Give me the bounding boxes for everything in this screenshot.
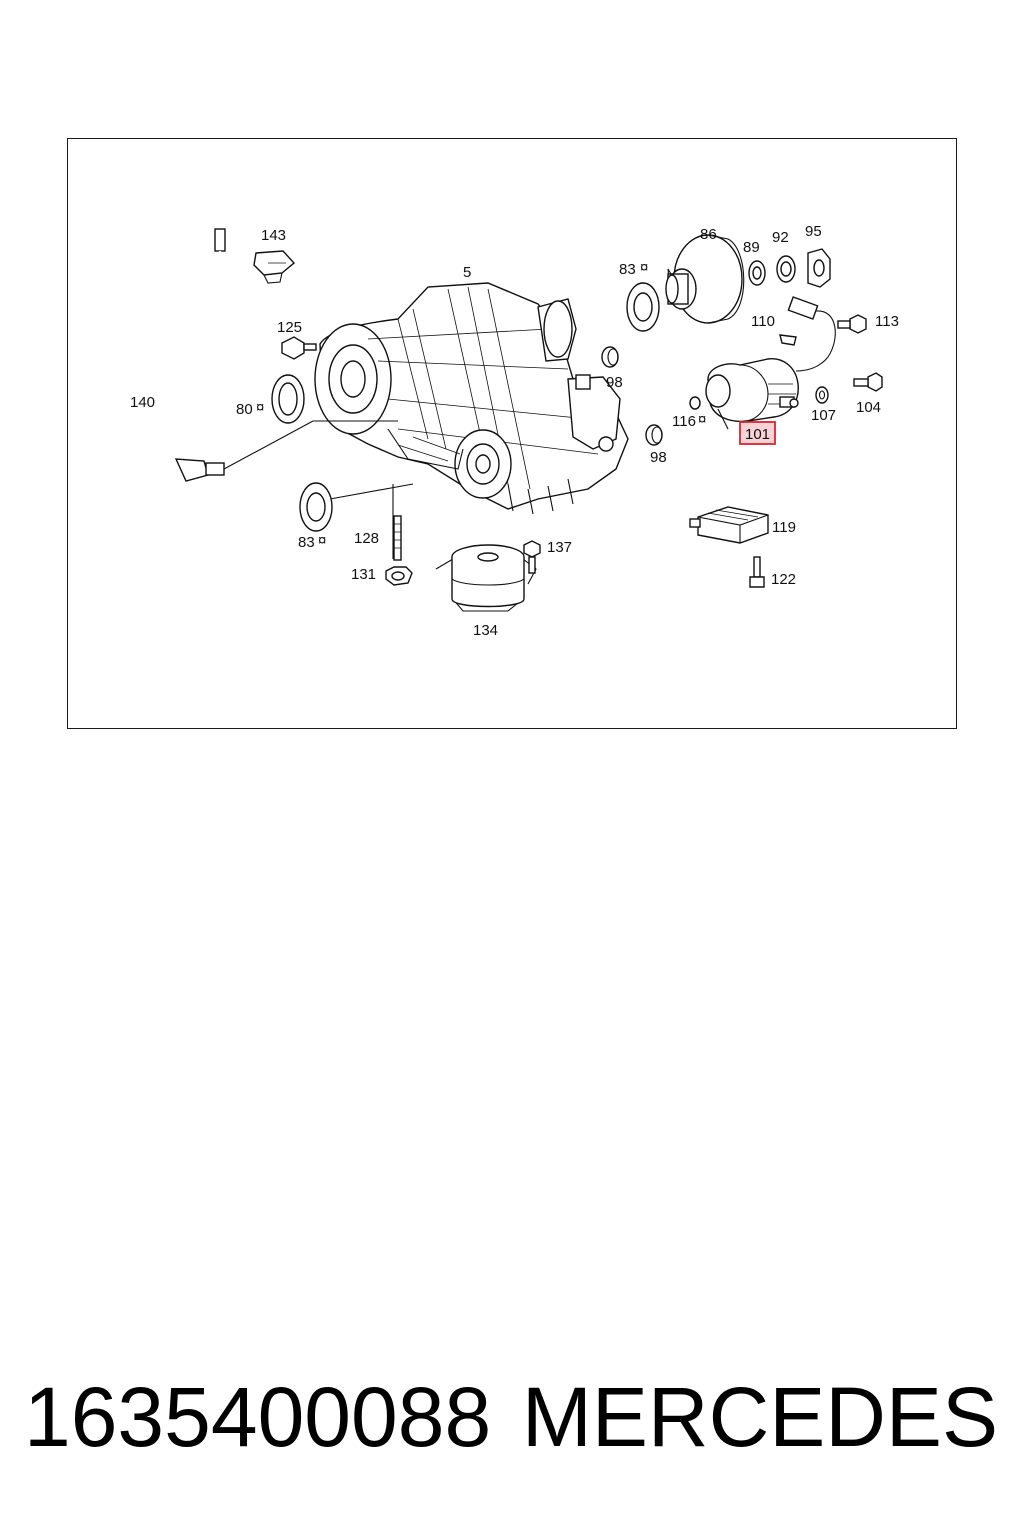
mark-80: ¤ — [256, 399, 264, 416]
part-104-bolt[interactable] — [853, 372, 883, 392]
label-113: 113 — [875, 313, 899, 330]
label-104: 104 — [856, 399, 881, 416]
label-98-lower: 98 — [650, 449, 667, 466]
label-98-upper: 98 — [606, 374, 623, 391]
label-110: 110 — [751, 313, 775, 330]
part-number: 1635400088 — [24, 1369, 492, 1464]
part-89-washer[interactable] — [748, 260, 766, 286]
label-83-upper: 83 — [619, 261, 636, 278]
part-140-hose[interactable] — [165, 228, 314, 482]
part-122-screw[interactable] — [749, 556, 765, 588]
part-125-bolt[interactable] — [281, 336, 317, 360]
part-98-plug-lower[interactable] — [645, 424, 663, 446]
parts-diagram-frame: 5 143 125 140 80 ¤ 83 ¤ 128 131 134 137 … — [67, 138, 957, 729]
label-137: 137 — [547, 539, 572, 556]
part-98-plug-upper[interactable] — [601, 346, 619, 368]
label-140: 140 — [130, 394, 155, 411]
label-131: 131 — [351, 566, 376, 583]
highlight-box-101 — [739, 421, 776, 445]
label-128: 128 — [354, 530, 379, 547]
label-119: 119 — [772, 519, 796, 536]
part-137-bolt[interactable] — [523, 540, 541, 574]
part-116-ring[interactable] — [689, 396, 701, 410]
label-95: 95 — [805, 223, 822, 240]
part-128-stud[interactable] — [393, 515, 402, 561]
part-80-seal[interactable] — [271, 374, 305, 424]
product-caption: 1635400088 MERCEDES — [0, 1362, 1024, 1472]
part-101-actuator-motor[interactable] — [705, 358, 799, 430]
exploded-parts-diagram: 5 143 125 140 80 ¤ 83 ¤ 128 131 134 137 … — [130, 223, 899, 639]
label-101: 101 — [745, 426, 770, 443]
mark-83-upper: ¤ — [640, 259, 648, 276]
label-80: 80 — [236, 401, 253, 418]
label-143: 143 — [261, 227, 286, 244]
label-83-lower: 83 — [298, 534, 315, 551]
brand-name: MERCEDES — [521, 1369, 998, 1464]
label-5: 5 — [463, 264, 471, 281]
part-143-clip[interactable] — [253, 250, 296, 284]
part-92-washer[interactable] — [776, 255, 796, 283]
label-107: 107 — [811, 407, 836, 424]
label-86: 86 — [700, 226, 717, 243]
part-113-bolt[interactable] — [837, 314, 867, 334]
part-107-washer[interactable] — [815, 386, 829, 404]
label-122: 122 — [771, 571, 796, 588]
label-125: 125 — [277, 319, 302, 336]
part-119-control-module[interactable] — [689, 506, 769, 544]
part-83-seal-lower[interactable] — [299, 482, 333, 532]
mark-116: ¤ — [698, 411, 706, 428]
part-134-mount[interactable] — [435, 544, 537, 612]
label-89: 89 — [743, 239, 760, 256]
label-134: 134 — [473, 622, 498, 639]
part-131-nut[interactable] — [385, 566, 413, 586]
part-83-seal-upper[interactable] — [626, 282, 660, 332]
part-110-sensor[interactable] — [779, 296, 836, 372]
part-86-output-flange[interactable] — [665, 234, 745, 324]
label-92: 92 — [772, 229, 789, 246]
mark-83-lower: ¤ — [318, 532, 326, 549]
part-95-nut[interactable] — [807, 248, 831, 288]
label-116: 116 — [672, 413, 696, 430]
part-5-transfer-case[interactable] — [313, 282, 629, 559]
